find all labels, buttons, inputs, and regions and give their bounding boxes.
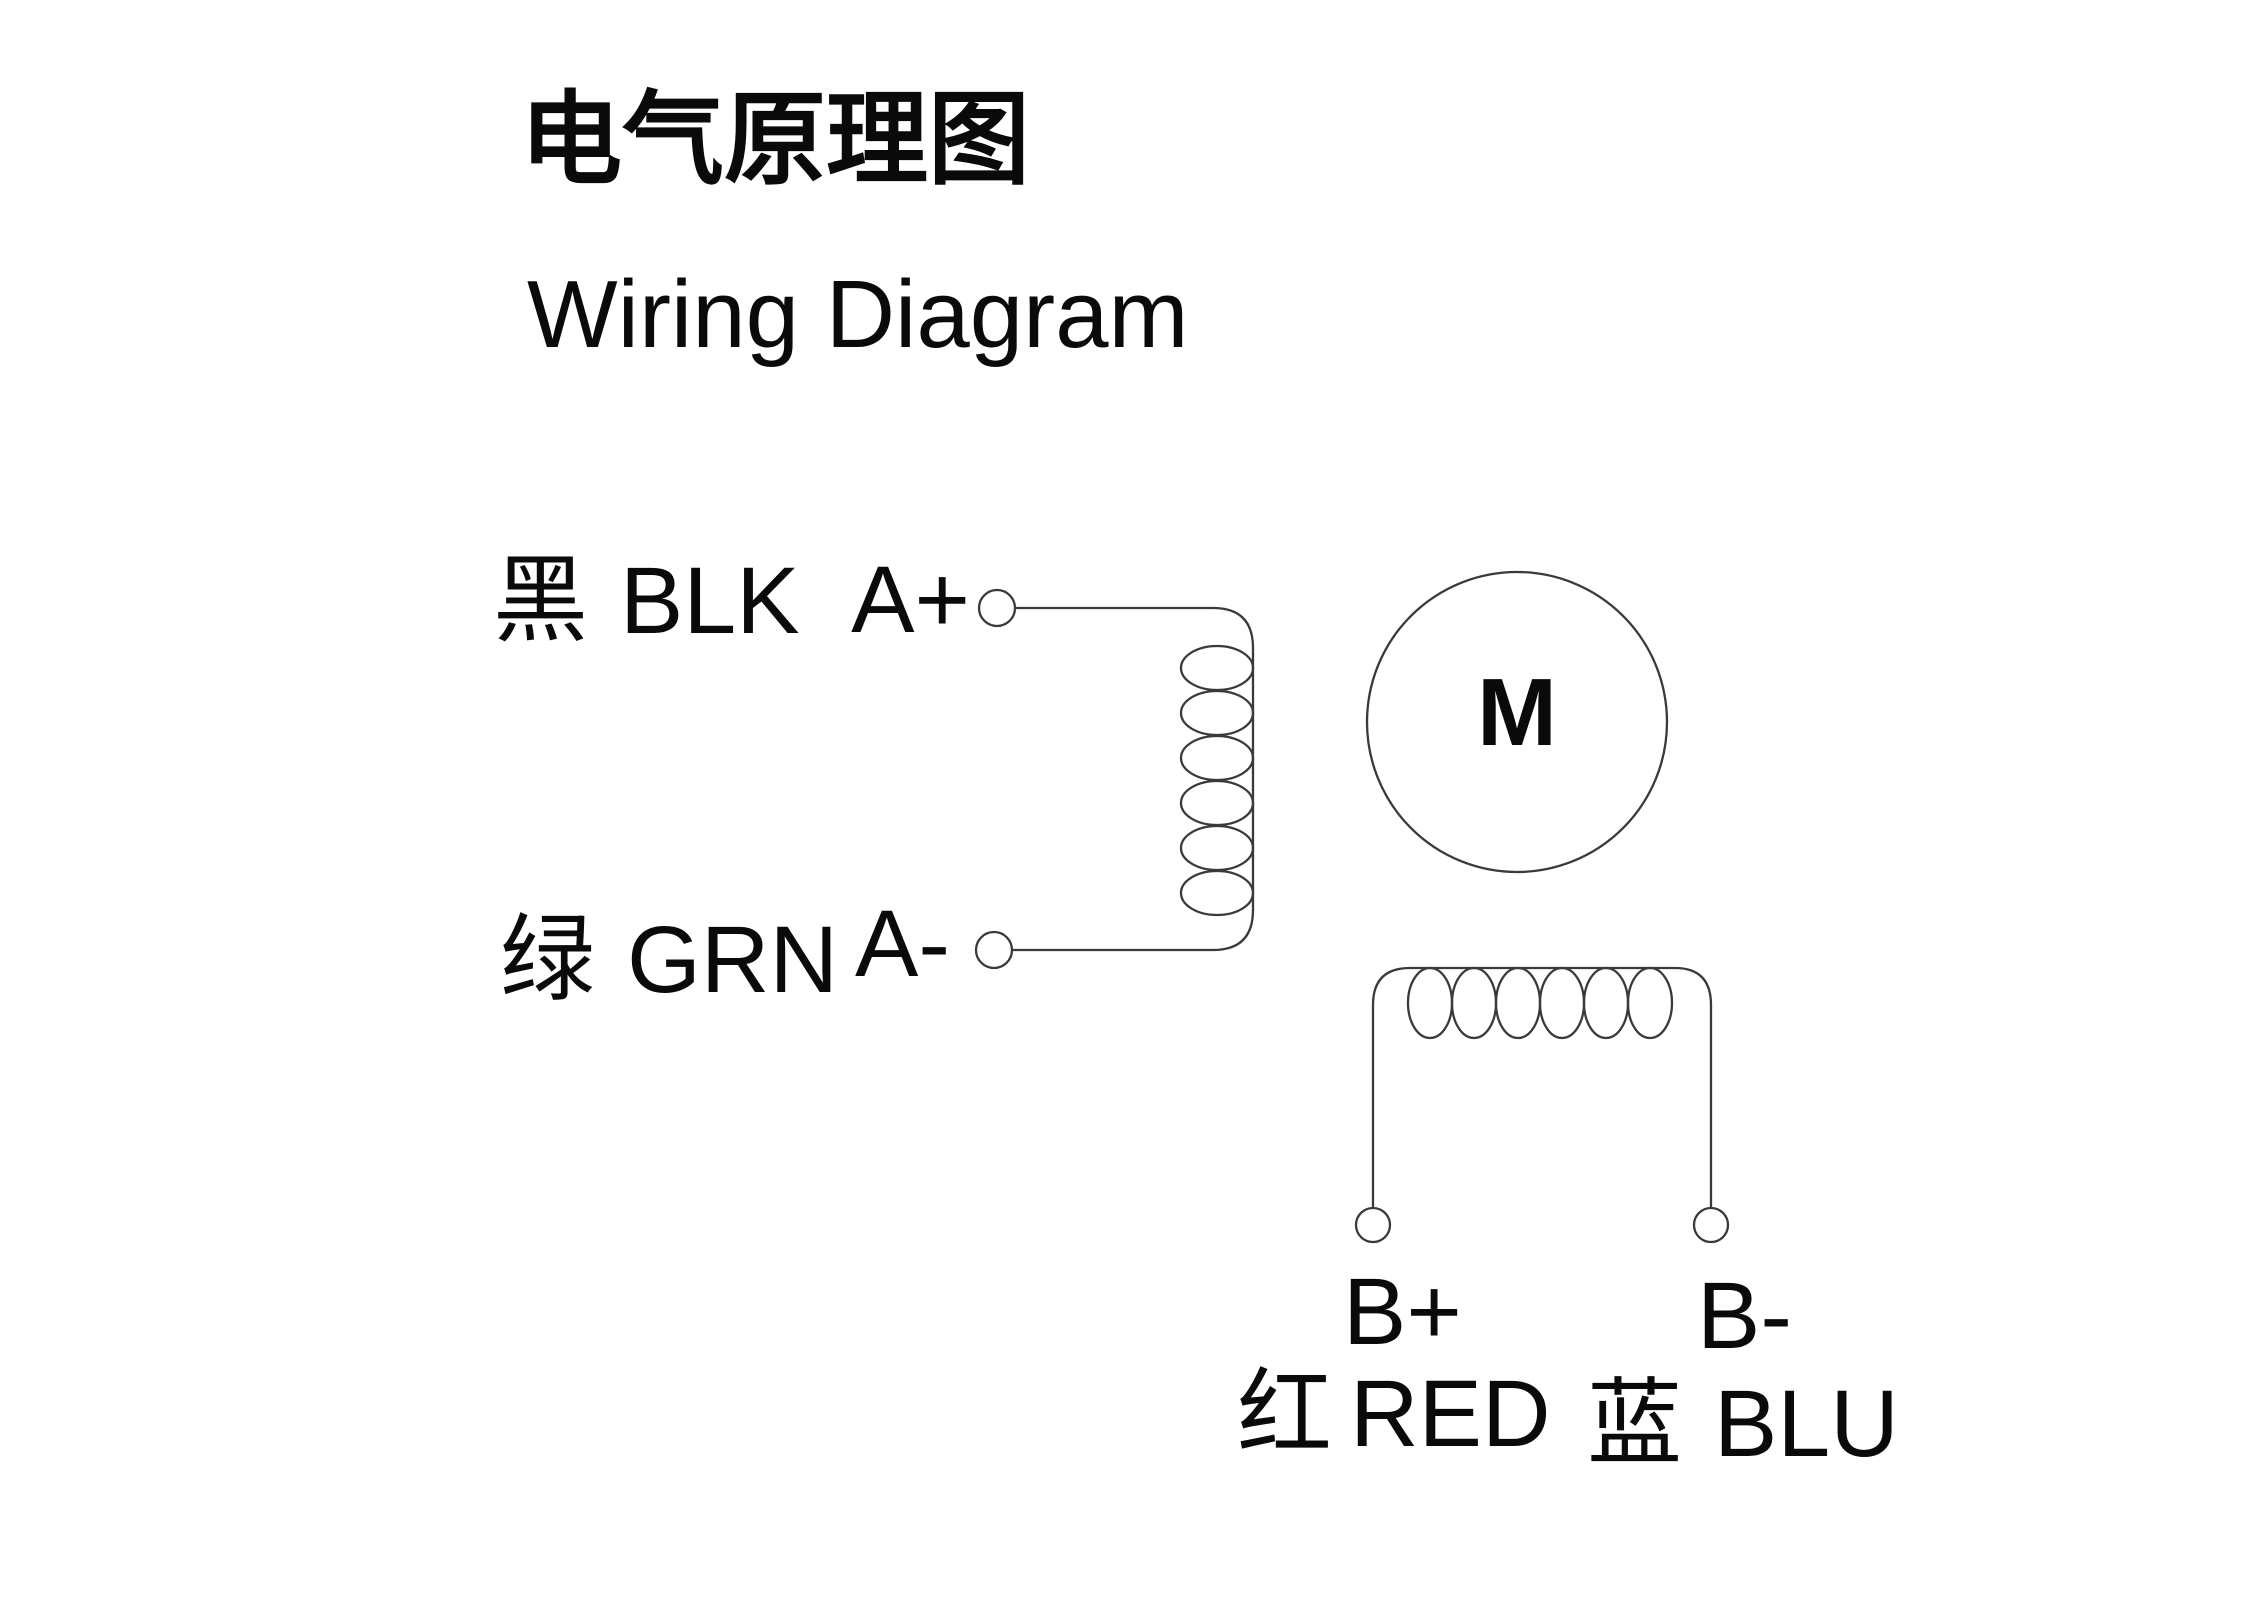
- wire-color-zh-green: 绿: [500, 907, 596, 1013]
- page-title-english: Wiring Diagram: [527, 261, 1189, 368]
- wire-color-abbr-blu: BLU: [1714, 1371, 1899, 1477]
- phase-a-wire: [1012, 606, 1255, 952]
- phase-a-coil: [1179, 644, 1255, 917]
- terminal-a-minus-label: A-: [855, 891, 950, 997]
- phase-b-wire: [1371, 966, 1713, 1208]
- terminal-a-minus-circle: [974, 930, 1014, 970]
- terminal-b-plus-circle: [1354, 1206, 1392, 1244]
- motor-label: M: [1477, 659, 1557, 766]
- terminal-b-minus-label: B-: [1697, 1263, 1792, 1369]
- wire-color-zh-red: 红: [1237, 1361, 1333, 1467]
- terminal-a-plus-circle: [977, 588, 1017, 628]
- phase-b-coil: [1406, 966, 1674, 1040]
- wire-color-zh-blue: 蓝: [1587, 1371, 1683, 1477]
- motor-circle: [1365, 570, 1669, 874]
- wire-color-abbr-blk: BLK: [620, 548, 800, 654]
- wire-color-abbr-red: RED: [1350, 1361, 1551, 1467]
- wire-color-abbr-grn: GRN: [627, 907, 839, 1013]
- terminal-b-plus-label: B+: [1343, 1259, 1462, 1365]
- wire-color-zh-black: 黑: [493, 548, 589, 654]
- terminal-a-plus-label: A+: [851, 547, 970, 653]
- page-title-chinese: 电气原理图: [520, 83, 1030, 197]
- phase-a-positive-wire-label: 黑 BLK: [493, 551, 800, 652]
- phase-a-negative-wire-label: 绿 GRN: [500, 910, 838, 1011]
- phase-b-negative-wire-label: 蓝 BLU: [1587, 1374, 1899, 1475]
- terminal-b-minus-circle: [1692, 1206, 1730, 1244]
